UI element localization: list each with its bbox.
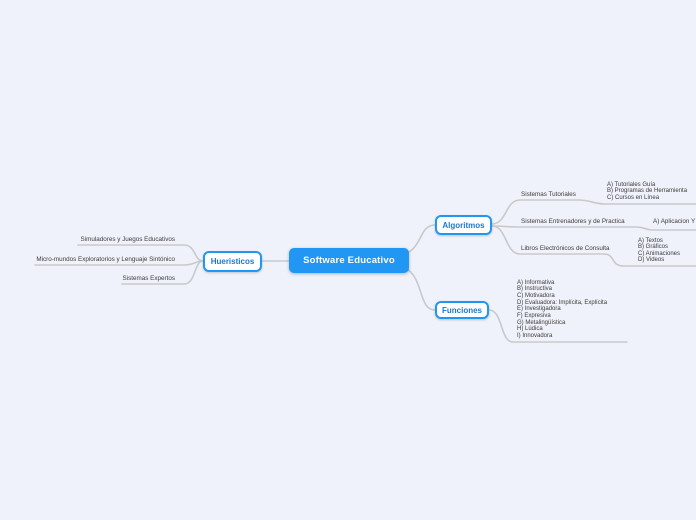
leaf-aplicacion-y[interactable]: A) Aplicacion Y	[653, 218, 696, 225]
block-line: A) Textos	[638, 237, 663, 244]
connector-root-algoritmos	[404, 224, 436, 255]
leaf-sistemas-entrenadores[interactable]: Sistemas Entrenadores y de Practica	[521, 218, 625, 225]
block-funciones-items[interactable]: A) Informativa B) Instructiva C) Motivad…	[517, 280, 607, 340]
block-line: I) Innovadora	[517, 333, 553, 340]
root-node-software-educativo[interactable]: Software Educativo	[289, 248, 409, 273]
branch-node-algoritmos[interactable]: Algoritmos	[435, 215, 492, 235]
block-line: B) Programas de Herramienta	[607, 188, 688, 194]
block-line: C) Animaciones	[638, 250, 681, 257]
block-tutoriales-items[interactable]: A) Tutoriales Guía B) Programas de Herra…	[607, 182, 687, 202]
branch-node-hueristicos[interactable]: Hueristicos	[203, 251, 262, 272]
block-line: D) Videos	[638, 257, 665, 263]
block-line: E) Investigadora	[517, 306, 561, 313]
block-line: A) Tutoriales Guía	[607, 181, 656, 188]
leaf-micro-mundos[interactable]: Micro-mundos Exploratorios y Lenguaje Si…	[36, 255, 175, 263]
block-line: G) Metalingüística	[517, 319, 566, 326]
leaf-sistemas-expertos[interactable]: Sistemas Expertos	[122, 274, 176, 282]
leaf-sistemas-tutoriales[interactable]: Sistemas Tutoriales	[521, 191, 576, 198]
connector-tutoriales	[491, 199, 696, 225]
block-line: B) Instructiva	[517, 286, 553, 293]
block-line: B) Gráficos	[638, 244, 669, 250]
leaf-libros-electronicos[interactable]: Libros Electrónicos de Consulta	[521, 245, 610, 252]
connector-expertos	[121, 260, 204, 285]
leaf-simuladores-y-juegos[interactable]: Simuladores y Juegos Educativos	[80, 236, 175, 243]
block-line: H) Lúdica	[517, 326, 543, 333]
block-line: A) Informativa	[517, 279, 555, 286]
block-line: C) Cursos en Línea	[607, 194, 660, 201]
connector-libros	[491, 225, 696, 267]
connector-entrenadores	[491, 225, 696, 231]
block-line: C) Motivadora	[517, 292, 555, 299]
block-libros-items[interactable]: A) Textos B) Gráficos C) Animaciones D) …	[638, 238, 680, 264]
branch-node-funciones[interactable]: Funciones	[435, 301, 489, 319]
block-line: F) Expresiva	[517, 313, 551, 320]
connector-root-funciones	[404, 267, 436, 311]
connector-funciones-lista	[488, 309, 628, 343]
block-line: D) Evaluadora: Implícita, Explícita	[517, 299, 608, 306]
